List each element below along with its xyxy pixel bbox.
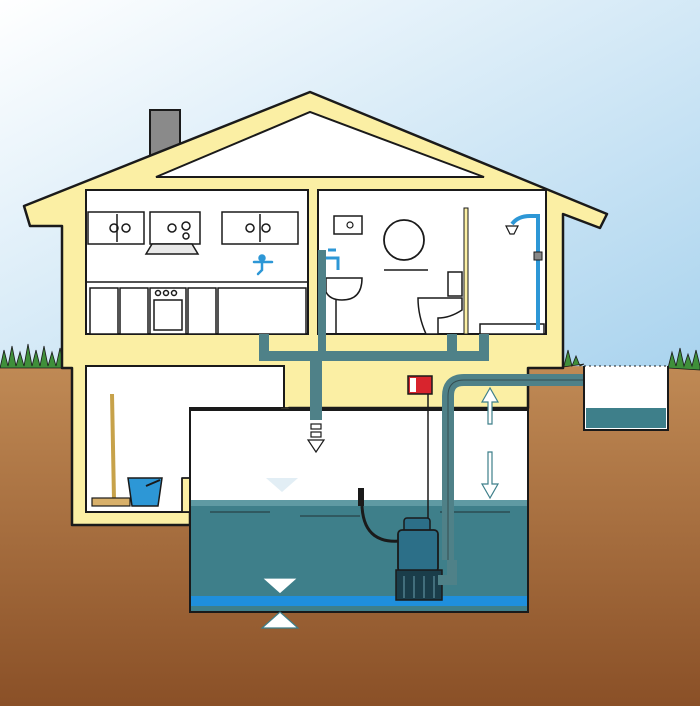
alarm-box-icon bbox=[407, 375, 433, 520]
washbasin-tap-icon bbox=[324, 248, 340, 270]
bucket-icon bbox=[127, 477, 163, 507]
kitchen-upper-cabinets bbox=[87, 211, 299, 245]
bathroom-cabinet-knob bbox=[346, 221, 354, 229]
level-arrow-icon bbox=[480, 386, 500, 500]
drain-pipes bbox=[259, 250, 489, 420]
attic-space bbox=[155, 110, 485, 178]
washbasin bbox=[325, 277, 363, 334]
broom-icon bbox=[91, 393, 131, 507]
basement-stair-room bbox=[85, 365, 285, 513]
sump-water bbox=[191, 500, 527, 611]
bathtub-edge bbox=[479, 323, 545, 335]
range-hood bbox=[144, 243, 200, 255]
flow-arrow-icon bbox=[306, 423, 326, 454]
submersible-pump-icon bbox=[395, 517, 457, 601]
toilet-icon bbox=[417, 271, 463, 335]
pit-level-arrows bbox=[260, 478, 300, 629]
pump-off-level-line bbox=[191, 596, 527, 606]
bathroom-partition bbox=[463, 207, 469, 335]
shower-head-icon bbox=[505, 214, 543, 330]
outdoor-drain-basin bbox=[583, 365, 669, 431]
mirror-icon bbox=[383, 219, 425, 261]
kitchen-tap-icon bbox=[252, 254, 274, 276]
kitchen-counter bbox=[86, 281, 308, 335]
